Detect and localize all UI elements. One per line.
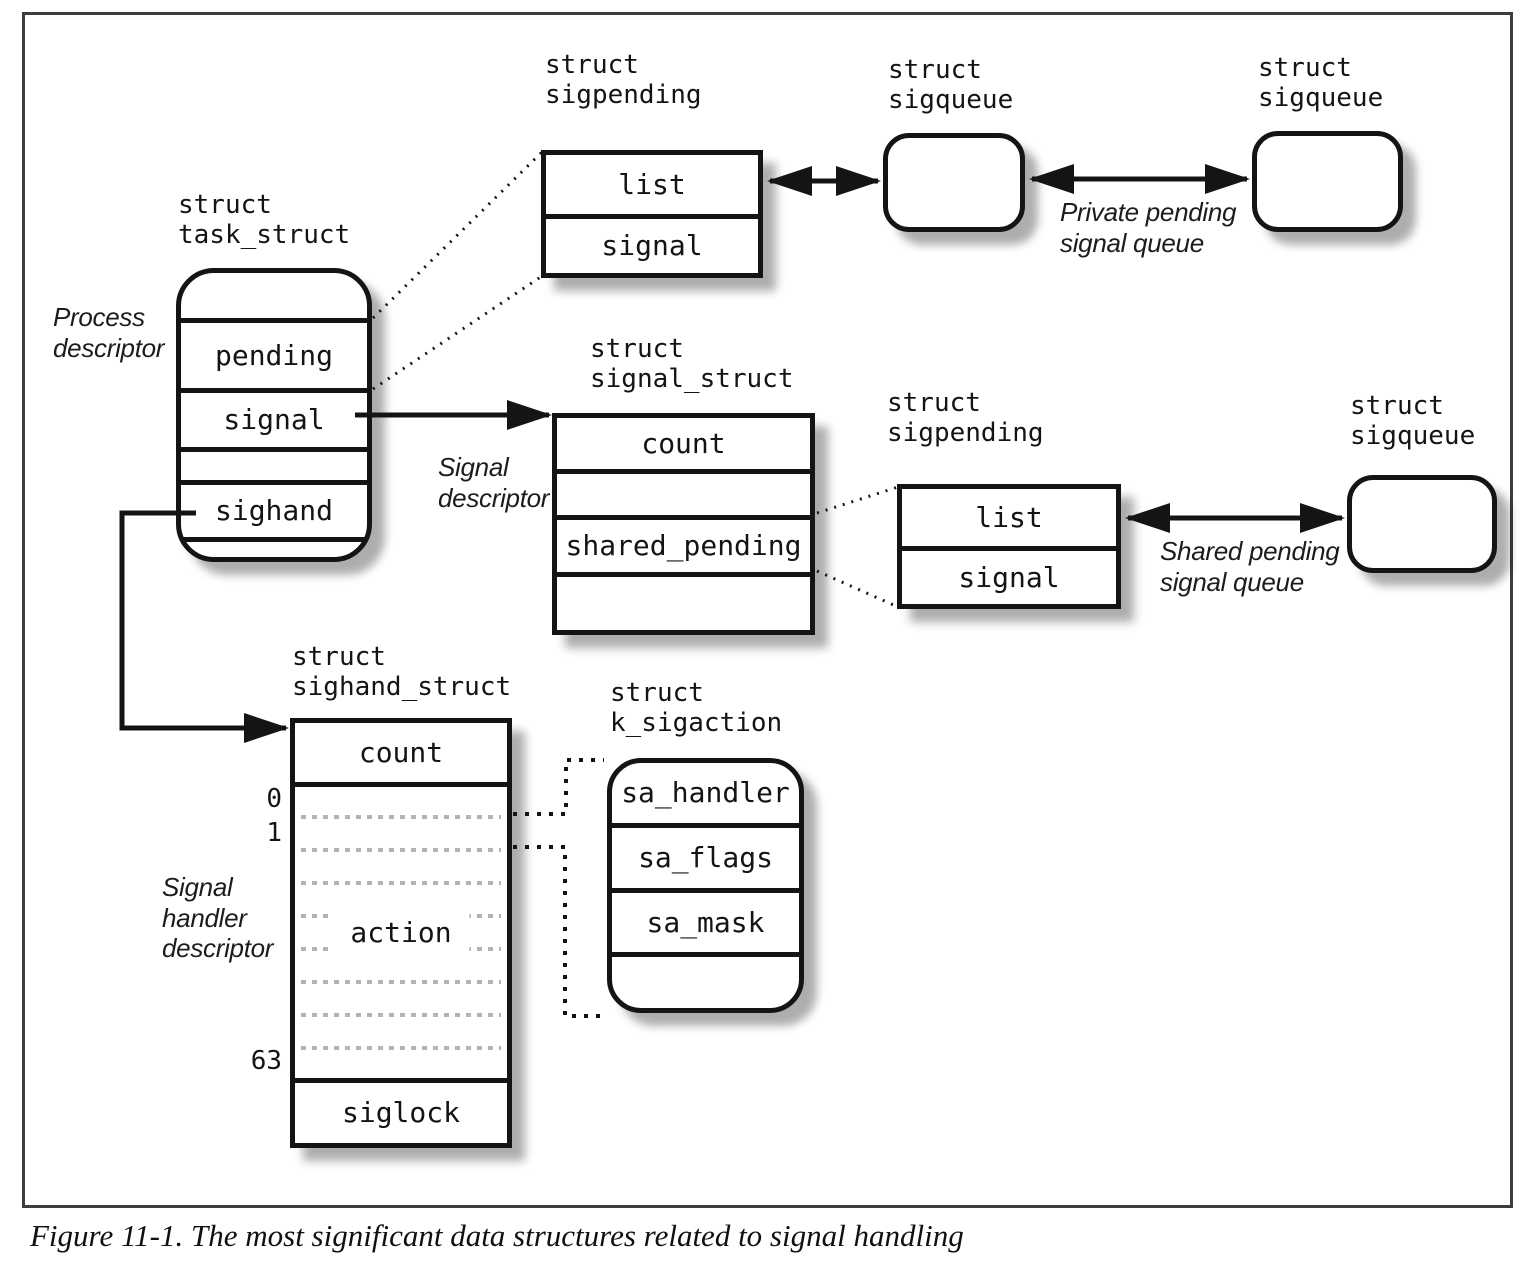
task-struct-blank-middle	[181, 447, 367, 480]
figure-caption: Figure 11-1. The most significant data s…	[30, 1218, 964, 1253]
task-struct-field-pending: pending	[181, 318, 367, 388]
task-struct-blank-top	[181, 273, 367, 318]
signal-struct-box: count shared_pending	[552, 413, 815, 635]
k-sigaction-field-sa-flags: sa_flags	[612, 823, 799, 888]
action-index-1: 1	[266, 818, 282, 848]
sigpending-shared-field-signal: signal	[902, 546, 1116, 604]
sigqueue-shared-title: struct sigqueue	[1350, 391, 1476, 452]
task-struct-blank-bottom	[181, 537, 367, 557]
sigpending-shared-field-list: list	[975, 500, 1043, 534]
k-sigaction-box: sa_handler sa_flags sa_mask	[607, 758, 804, 1013]
sighand-struct-field-siglock: siglock	[295, 1078, 507, 1143]
sighand-struct-action-array: action	[295, 782, 507, 1078]
signal-struct-blank-1	[557, 469, 810, 515]
action-array-divider	[301, 1046, 501, 1050]
sighand-struct-field-count: count	[358, 735, 444, 769]
task-struct-title: struct task_struct	[178, 190, 351, 251]
action-array-divider	[301, 881, 501, 885]
task-struct-field-signal: signal	[181, 388, 367, 447]
sighand-struct-box: count action siglock	[290, 718, 512, 1148]
signal-struct-blank-2	[557, 572, 810, 630]
action-array-divider	[301, 1013, 501, 1017]
k-sigaction-field-sa-mask: sa_mask	[612, 888, 799, 952]
signal-handler-descriptor-label: Signal handler descriptor	[162, 872, 274, 964]
k-sigaction-blank	[612, 952, 799, 1008]
process-descriptor-label: Process descriptor	[53, 302, 165, 363]
sigpending-private-title: struct sigpending	[545, 50, 702, 111]
signal-struct-field-count: count	[641, 426, 726, 460]
sigpending-private-box: list signal	[541, 150, 763, 278]
action-index-0: 0	[266, 784, 282, 814]
task-struct-box: pending signal sighand	[176, 268, 372, 562]
k-sigaction-field-sa-handler: sa_handler	[621, 776, 790, 809]
sigqueue-private-2-title: struct sigqueue	[1258, 53, 1384, 114]
sigpending-shared-box: list signal	[897, 484, 1121, 609]
action-array-divider	[301, 848, 501, 852]
private-pending-queue-label: Private pending signal queue	[1060, 197, 1237, 258]
sigqueue-private-1-box	[883, 133, 1025, 232]
sigpending-private-field-signal: signal	[546, 214, 758, 273]
task-struct-field-sighand: sighand	[181, 480, 367, 537]
sighand-struct-field-action: action	[332, 910, 470, 955]
k-sigaction-title: struct k_sigaction	[610, 678, 783, 739]
sigqueue-private-1-title: struct sigqueue	[888, 55, 1014, 116]
sigqueue-private-2-box	[1252, 131, 1403, 232]
action-array-divider	[301, 980, 501, 984]
sigpending-private-field-list: list	[618, 167, 686, 201]
sigpending-shared-title: struct sigpending	[887, 388, 1044, 449]
signal-struct-title: struct signal_struct	[590, 334, 794, 395]
signal-descriptor-label: Signal descriptor	[438, 452, 550, 513]
sigqueue-shared-box	[1347, 475, 1497, 573]
signal-struct-field-shared-pending: shared_pending	[557, 515, 810, 572]
action-array-divider	[301, 815, 501, 819]
action-index-63: 63	[250, 1046, 282, 1076]
sighand-struct-title: struct sighand_struct	[292, 642, 512, 703]
shared-pending-queue-label: Shared pending signal queue	[1160, 536, 1340, 597]
